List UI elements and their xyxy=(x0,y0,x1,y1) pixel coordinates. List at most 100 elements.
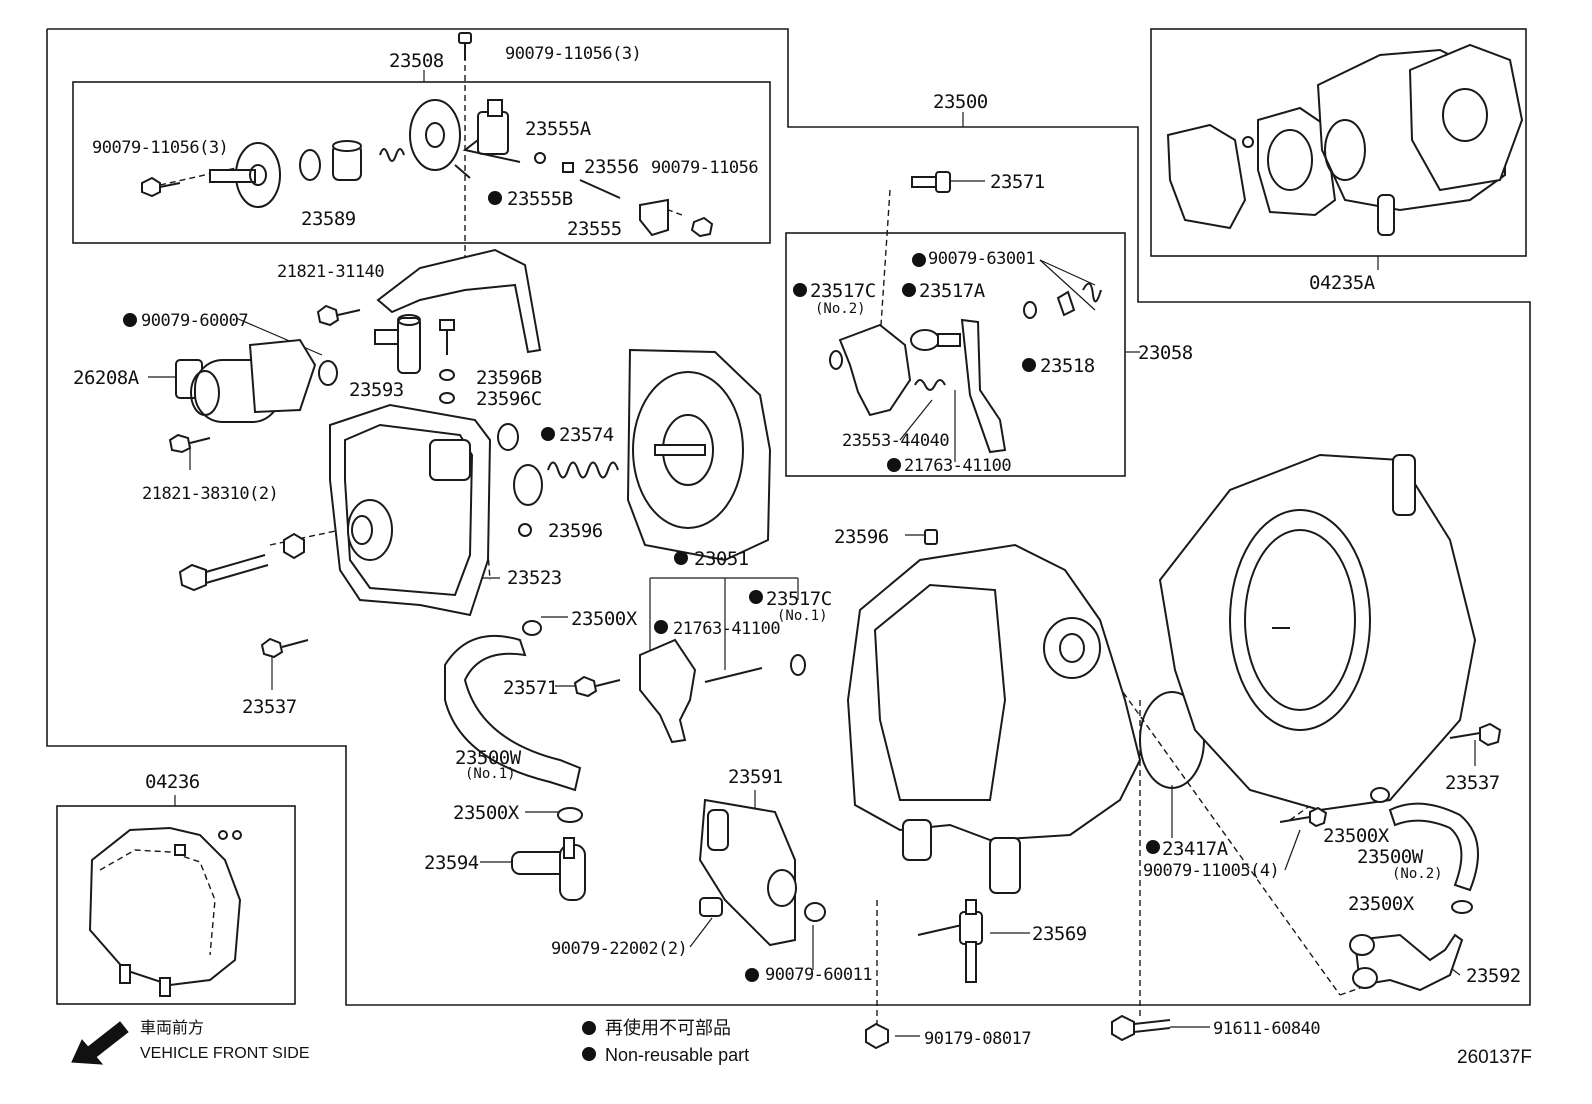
solenoid-valve-23555 xyxy=(462,99,521,163)
label-23523: 23523 xyxy=(507,567,562,589)
legend: 車両前方 VEHICLE FRONT SIDE 再使用不可部品 Non-reus… xyxy=(71,1018,1532,1068)
label-23555: 23555 xyxy=(567,218,622,240)
diaphragm-23574 xyxy=(626,348,772,562)
sublabel-no1-23500w: (No.1) xyxy=(465,766,516,782)
label-04235a: 04235A xyxy=(1309,272,1376,294)
label-23592: 23592 xyxy=(1466,965,1521,987)
nut-23556 xyxy=(562,162,574,173)
lever-housing xyxy=(838,323,912,417)
pin-21763-41100 xyxy=(704,667,763,683)
elbow-23592 xyxy=(1349,933,1464,992)
clamp-23500x-lower xyxy=(557,807,583,823)
spring-seat xyxy=(513,464,543,506)
o-ring-23589 xyxy=(299,149,321,181)
label-26208a: 26208A xyxy=(73,367,140,389)
bolt-23571-top xyxy=(911,171,951,193)
label-23555b: 23555B xyxy=(507,188,573,210)
label-90079-63001: 90079-63001 xyxy=(928,249,1035,269)
assembly-box-04236 xyxy=(56,805,296,1005)
label-21821-38310-2: 21821-38310(2) xyxy=(142,484,278,504)
hose-23500w-no2 xyxy=(1388,802,1479,892)
label-23417a: 23417A xyxy=(1162,838,1229,860)
assembly-box-23508 xyxy=(72,81,771,244)
label-23517c-no2: 23517C xyxy=(810,280,876,302)
tee-23569 xyxy=(917,899,983,983)
sleeve-23589 xyxy=(332,140,362,181)
fitting-23593 xyxy=(374,314,421,374)
drain-bolt-90179-08017 xyxy=(865,1022,889,1050)
label-23537-right: 23537 xyxy=(1445,772,1500,794)
inset-04236-assembly xyxy=(88,826,242,997)
o-ring-90079-60011 xyxy=(804,902,826,922)
label-23051: 23051 xyxy=(694,548,749,570)
label-23553-44040: 23553-44040 xyxy=(842,431,949,451)
throttle-lever-23051 xyxy=(639,638,697,744)
label-23500x-lower: 23500X xyxy=(453,802,520,824)
bolt-90079-11056 xyxy=(690,216,714,238)
bolt-small-23593 xyxy=(439,319,455,355)
legend-nonreuse-jp: 再使用不可部品 xyxy=(605,1018,731,1038)
bolt-21821-31140 xyxy=(316,304,361,327)
legend-nonreuse-en: Non-reusable part xyxy=(605,1045,749,1065)
legend-dot-jp xyxy=(582,1021,596,1035)
bolt-91611-60840 xyxy=(1111,1014,1171,1042)
o-ring-23574 xyxy=(497,423,519,451)
sublabel-no2-23500w: (No.2) xyxy=(1392,866,1443,882)
label-90079-11056-3-top: 90079-11056(3) xyxy=(505,44,641,64)
label-90079-60007: 90079-60007 xyxy=(141,311,248,331)
label-23596-center: 23596 xyxy=(834,526,889,548)
label-21821-31140: 21821-31140 xyxy=(277,262,384,282)
label-23500w-no1: 23500W xyxy=(455,747,522,769)
label-90079-60011: 90079-60011 xyxy=(765,965,872,985)
label-23594: 23594 xyxy=(424,852,479,874)
washer-23555a xyxy=(534,152,546,164)
bracket-small xyxy=(639,198,669,237)
vaporizer-body-23500 xyxy=(846,529,1142,894)
label-23500x-right-top: 23500X xyxy=(1323,825,1390,847)
hose-23500w-no1 xyxy=(444,634,582,792)
label-23500x-upper: 23500X xyxy=(571,608,638,630)
sublabel-no1-23517c: (No.1) xyxy=(777,608,828,624)
plug-23596 xyxy=(518,523,532,537)
bolt-23571-mid xyxy=(573,675,621,698)
spring-main xyxy=(547,461,619,479)
top-bolt-90079-11056 xyxy=(458,32,472,60)
bolt-90079-22002 xyxy=(699,897,723,917)
lever-arm-21763 xyxy=(960,318,1007,454)
bolt-long xyxy=(178,554,269,592)
wire-90079-63001 xyxy=(1082,282,1102,303)
label-23537-left: 23537 xyxy=(242,696,297,718)
bolt-23508-left xyxy=(141,176,181,198)
clamp-23500x-right-top xyxy=(1370,787,1390,803)
diaphragm-plate xyxy=(409,99,471,179)
shaft-23517a xyxy=(910,329,961,351)
label-21763-41100: 21763-41100 xyxy=(673,619,780,639)
label-23574: 23574 xyxy=(559,424,614,446)
label-90079-11005-4: 90079-11005(4) xyxy=(1143,861,1279,881)
label-90079-22002-2: 90079-22002(2) xyxy=(551,939,687,959)
label-90179-08017: 90179-08017 xyxy=(924,1029,1031,1049)
washer-23517a xyxy=(1023,301,1037,319)
bracket-mount xyxy=(376,248,542,354)
sublabel-no2-23517c: (No.2) xyxy=(815,301,866,317)
inset-04235a-assembly xyxy=(1166,43,1524,236)
non-reusable-markers xyxy=(123,191,1160,982)
label-04236: 04236 xyxy=(145,771,200,793)
label-91611-60840: 91611-60840 xyxy=(1213,1019,1320,1039)
main-frame-outline xyxy=(46,28,1531,1006)
front-arrow-icon xyxy=(71,1021,129,1065)
legend-front-en: VEHICLE FRONT SIDE xyxy=(140,1045,310,1062)
label-23500x-right-bottom: 23500X xyxy=(1348,893,1415,915)
regulator-actuator-26208a xyxy=(175,338,317,423)
solenoid-23591 xyxy=(698,798,797,947)
label-23508: 23508 xyxy=(389,50,444,72)
washer-23596b xyxy=(439,369,455,381)
assembly-box-04235a xyxy=(1150,28,1527,257)
o-ring-90079-60007 xyxy=(318,360,338,386)
bolt-21821-38310 xyxy=(168,433,211,454)
elbow-23594 xyxy=(511,837,586,901)
label-23571-mid: 23571 xyxy=(503,677,558,699)
spring-small xyxy=(379,148,405,162)
